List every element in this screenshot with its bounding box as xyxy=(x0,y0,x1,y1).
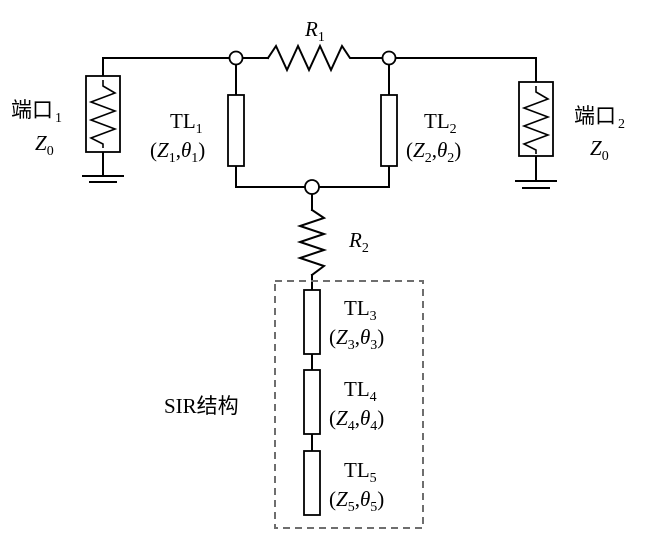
tl5-name-label: TL5 xyxy=(344,458,377,486)
tl3-param-label: (Z3,θ3) xyxy=(329,325,384,353)
port2-block xyxy=(518,81,554,157)
tl3-name-label: TL3 xyxy=(344,296,377,324)
tl2-name-label: TL2 xyxy=(424,109,457,137)
tl1-name-label: TL1 xyxy=(170,109,203,137)
ground-port1-icon xyxy=(82,175,124,183)
tl2-param-label: (Z2,θ2) xyxy=(406,138,461,166)
r1-label: R1 xyxy=(304,17,325,45)
wire-tl1-bottom xyxy=(235,165,307,188)
wires xyxy=(102,57,537,452)
tl5-param-label: (Z5,θ5) xyxy=(329,487,384,515)
tl1-param-label: (Z1,θ1) xyxy=(150,138,205,166)
tl4-box xyxy=(303,369,321,435)
tl1-box xyxy=(227,94,245,167)
port1-block xyxy=(85,75,121,153)
r1-resistor-icon xyxy=(266,43,357,73)
ground-port2-icon xyxy=(515,180,557,189)
r2-label: R2 xyxy=(348,228,369,256)
wire-tl2-bottom xyxy=(317,165,390,188)
wire-port1-top xyxy=(102,57,231,77)
sir-boundary xyxy=(274,280,424,529)
tl5-box xyxy=(303,450,321,516)
node-b xyxy=(381,50,397,66)
tl3-box xyxy=(303,289,321,355)
tl4-param-label: (Z4,θ4) xyxy=(329,406,384,434)
node-a xyxy=(228,50,244,66)
r2-resistor-icon xyxy=(296,208,328,277)
wire-port2-top xyxy=(394,57,537,83)
sir-structure-label: SIR结构 xyxy=(164,394,239,418)
port1-impedance-label: Z0 xyxy=(35,131,54,159)
tl2-box xyxy=(380,94,398,167)
port2-impedance-label: Z0 xyxy=(590,136,609,164)
node-c xyxy=(304,179,320,195)
tl4-name-label: TL4 xyxy=(344,377,377,405)
